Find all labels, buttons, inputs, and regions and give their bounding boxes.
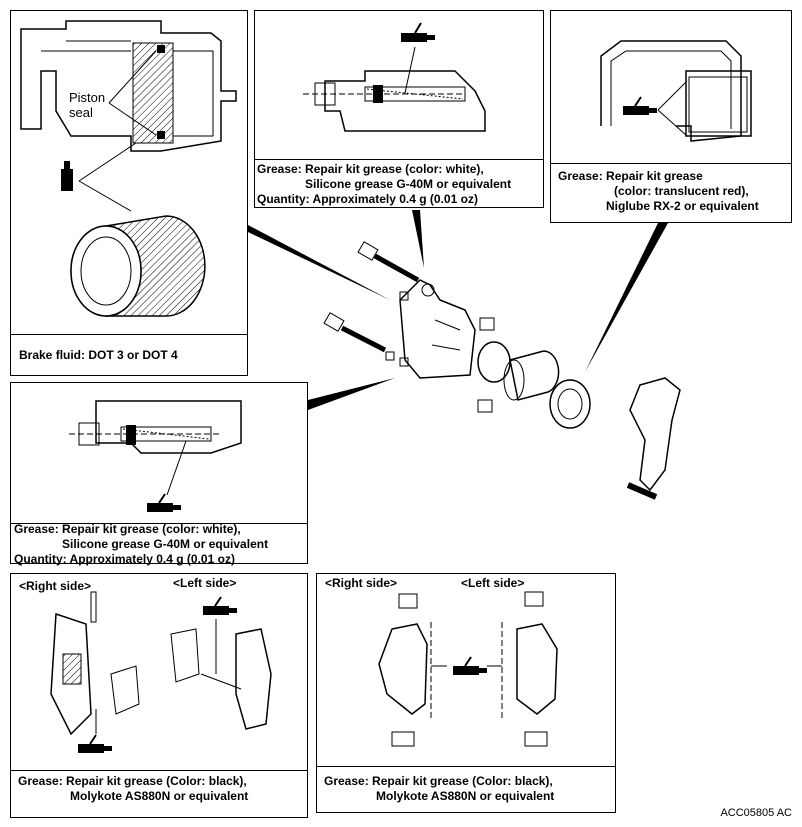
brake-fluid-bottle-icon — [61, 161, 73, 191]
upper-slide-pin-caption: Grease: Repair kit grease (color: white)… — [257, 162, 512, 206]
grease-gun-icon — [78, 734, 112, 753]
caliper-body — [385, 279, 476, 379]
bracket-grease-caption: Grease: Repair kit grease (color: transl… — [558, 169, 759, 213]
piston-seal-ring — [477, 341, 511, 383]
pads-left-caption: Grease: Repair kit grease (Color: black)… — [18, 774, 249, 803]
panel-bracket-grease: Grease: Repair kit grease (color: transl… — [550, 10, 792, 223]
caliper-bracket-drawing — [600, 40, 752, 142]
panel-slide-pin-grease-lower: Grease: Repair kit grease (color: white)… — [10, 382, 308, 566]
piston — [503, 350, 560, 401]
brake-pad-clip-drawing-right — [378, 591, 558, 747]
piston-seal-label: Piston seal — [69, 90, 106, 120]
brake-fluid-caption: Brake fluid: DOT 3 or DOT 4 — [19, 348, 178, 362]
grease-gun-icon — [203, 596, 237, 615]
panel-pads-left: <Right side> <Left side> Grease: Repair … — [10, 573, 308, 818]
caliper-support-bracket — [626, 377, 681, 500]
lower-slide-pin-caption: Grease: Repair kit grease (color: white)… — [14, 522, 269, 566]
guide-pin-bolt-lower — [323, 312, 387, 353]
brake-pad-shim-drawing-left — [50, 591, 272, 753]
grease-gun-icon — [623, 96, 657, 115]
grease-gun-icon — [147, 493, 181, 512]
grease-gun-icon — [453, 656, 487, 675]
pads-right-caption: Grease: Repair kit grease (Color: black)… — [324, 774, 555, 803]
guide-pin-bolt-upper — [357, 241, 420, 283]
reference-code: ACC05805 AC — [720, 807, 792, 819]
right-side-label: <Right side> — [19, 579, 92, 593]
caliper-cross-section-drawing — [20, 20, 237, 317]
piston-boot — [549, 379, 591, 429]
left-side-label: <Left side> — [173, 576, 237, 590]
caliper-lower-slide-pin-drawing — [69, 400, 242, 512]
panel-pads-right: <Right side> <Left side> Grease: Repair … — [316, 573, 616, 813]
panel-piston-brake-fluid: Piston seal Brake fluid: DOT 3 or DOT 4 — [10, 10, 248, 376]
right-side-label: <Right side> — [325, 576, 398, 590]
exploded-caliper-assembly-drawing — [248, 210, 681, 500]
caliper-slide-pin-drawing — [303, 22, 486, 132]
piston-drawing — [70, 215, 206, 317]
grease-gun-icon — [401, 22, 435, 42]
left-side-label: <Left side> — [461, 576, 525, 590]
panel-slide-pin-grease-upper: Grease: Repair kit grease (color: white)… — [254, 10, 544, 208]
